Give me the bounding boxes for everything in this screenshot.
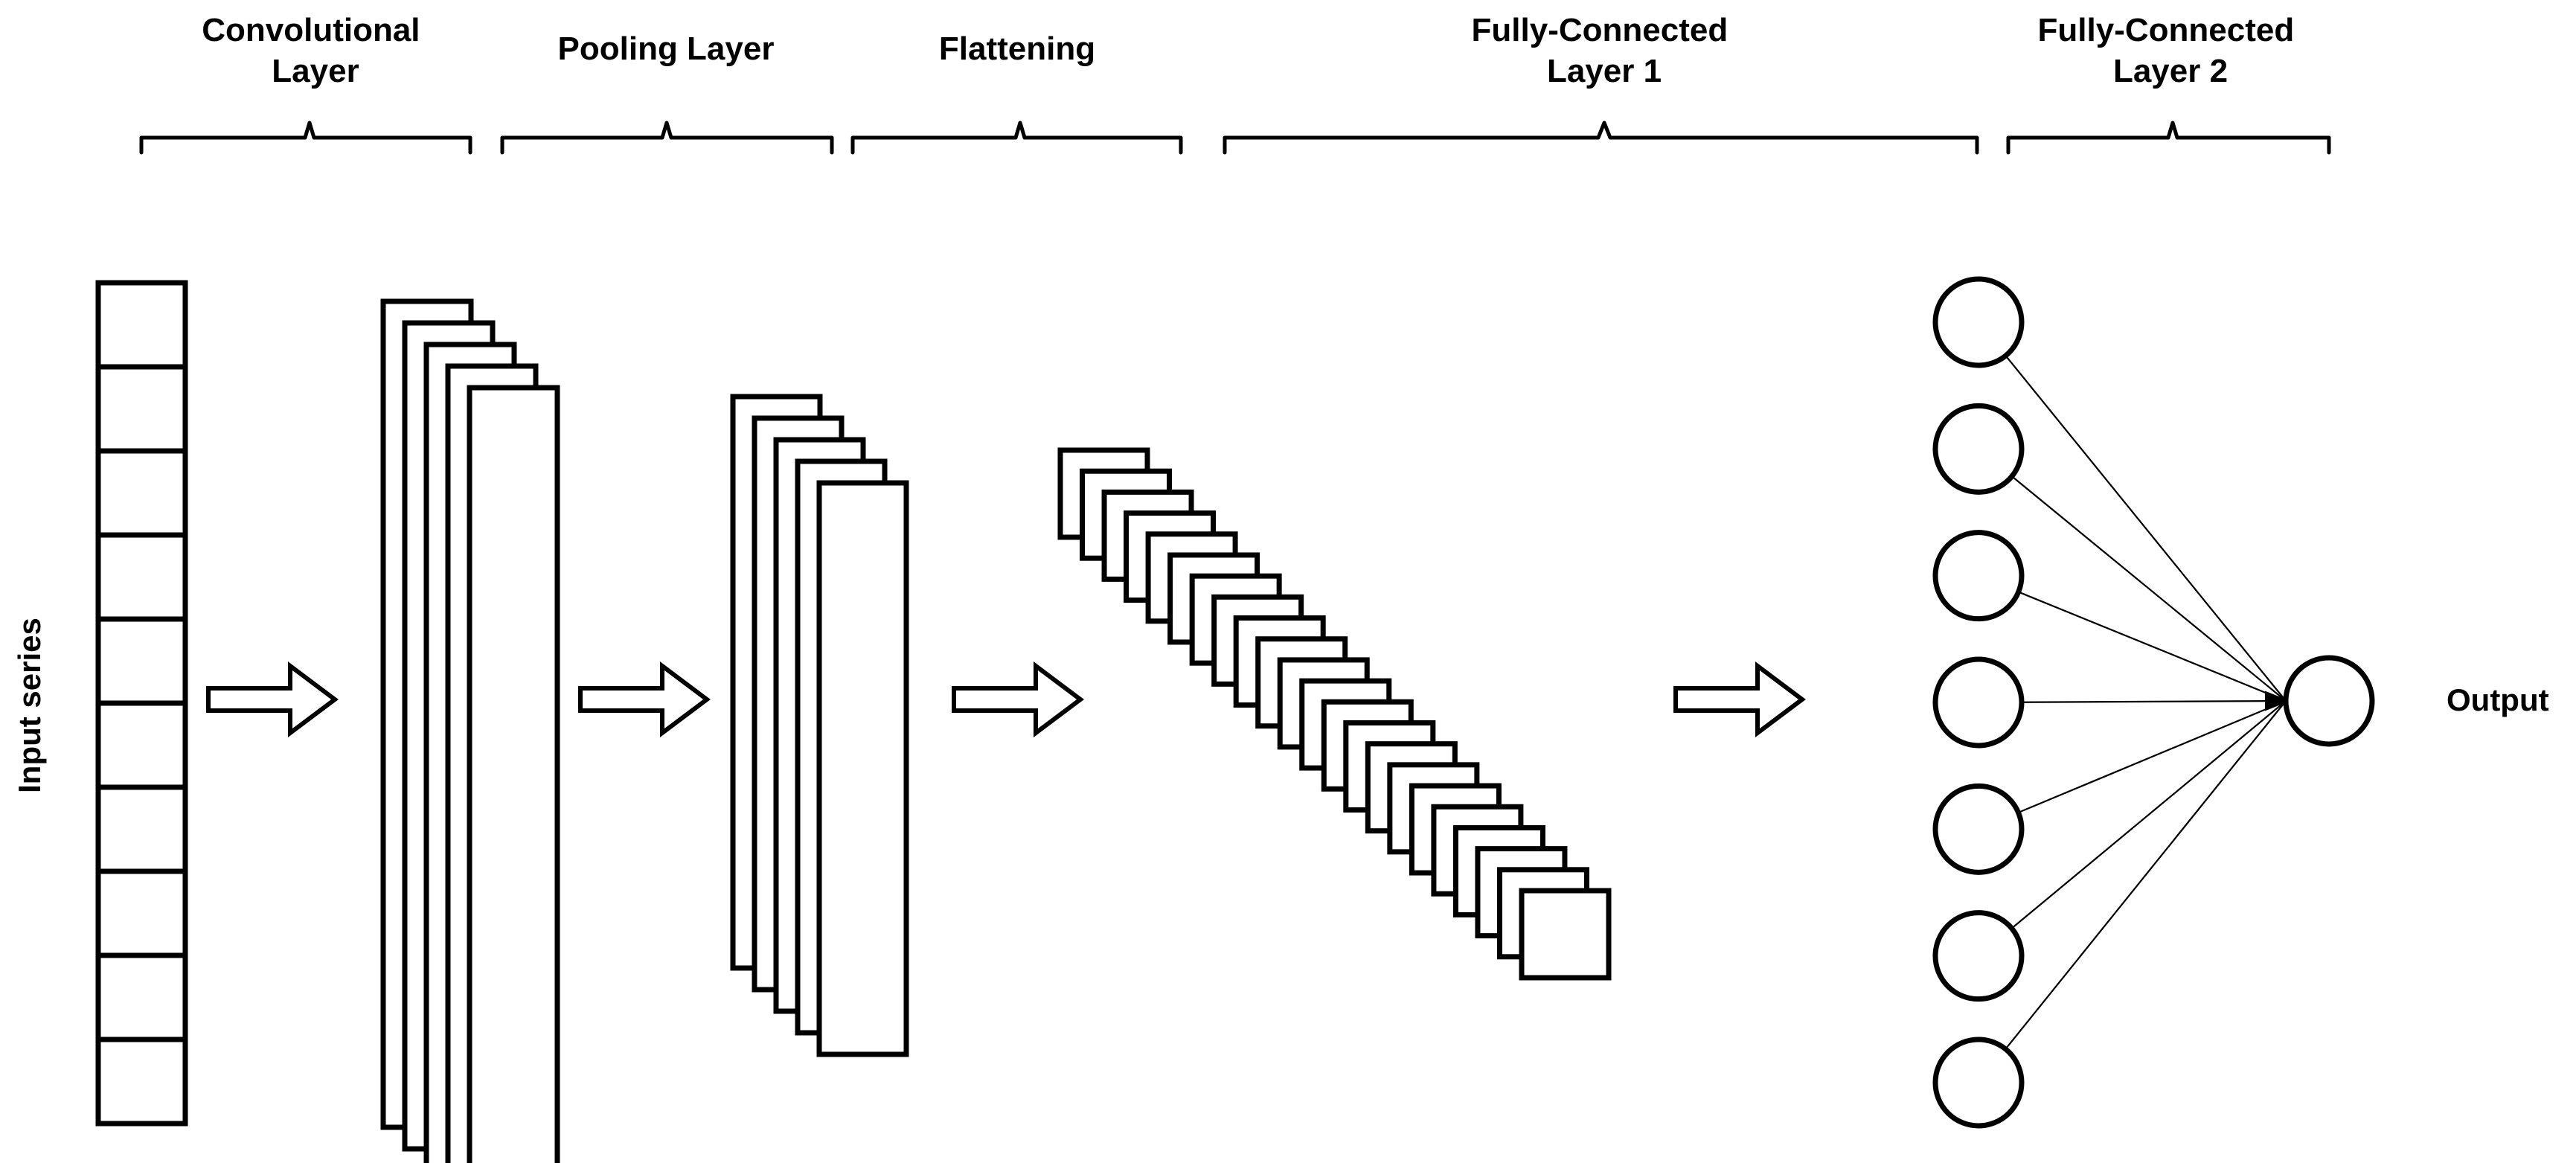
- fc-connections: [2005, 355, 2290, 1050]
- fc-connection: [2005, 355, 2287, 702]
- input-cell: [95, 532, 188, 622]
- fc1-brace: [1223, 121, 1979, 155]
- fc-node: [1932, 1037, 2025, 1129]
- section-braces: [139, 121, 2331, 155]
- conv-feature-map: [467, 385, 560, 1163]
- flatten-label: Flattening: [939, 31, 1095, 67]
- fc2-label-line-2: Layer 2: [2113, 53, 2228, 89]
- fc-connection: [2011, 700, 2287, 929]
- fc-node: [1932, 656, 2025, 749]
- pool-brace: [500, 121, 834, 155]
- flattened-unit: [1519, 888, 1612, 981]
- section-labels: Convolutional Layer Pooling Layer Flatte…: [202, 12, 2304, 89]
- input-cell: [95, 448, 188, 538]
- output-arrowhead: [2265, 691, 2290, 711]
- fc-node: [1932, 403, 2025, 495]
- arrow-input-to-conv: [206, 661, 339, 737]
- flattened-units: [1057, 447, 1612, 981]
- arrow-pool-to-flatten: [952, 661, 1084, 737]
- fc-connection: [2018, 699, 2287, 814]
- conv-brace: [139, 121, 472, 155]
- input-cell: [95, 280, 188, 370]
- conv-label-line-1: Convolutional: [202, 12, 420, 48]
- arrow-conv-to-pool: [578, 661, 711, 737]
- fc-nodes: [1932, 276, 2025, 1129]
- input-cell: [95, 700, 188, 790]
- fc-node: [1932, 910, 2025, 1002]
- input-cell: [95, 364, 188, 454]
- output-label: Output: [2447, 682, 2549, 717]
- fc-node: [1932, 530, 2025, 622]
- fc-node: [1932, 276, 2025, 368]
- input-series-column: [95, 280, 188, 1127]
- flatten-brace: [850, 121, 1183, 155]
- fc-connection: [2018, 591, 2287, 702]
- input-cell: [95, 784, 188, 874]
- input-cell: [95, 868, 188, 958]
- conv-label: Convolutional Layer: [202, 12, 429, 89]
- flow-arrows: [206, 661, 1806, 737]
- arrow-flatten-to-fc: [1673, 661, 1806, 737]
- pool-feature-maps: [730, 394, 909, 1057]
- pool-feature-map: [816, 480, 909, 1057]
- fc-node: [1932, 783, 2025, 875]
- pool-label: Pooling Layer: [558, 31, 775, 67]
- fc2-brace: [2006, 121, 2331, 155]
- fc2-label: Fully-Connected Layer 2: [2038, 12, 2304, 89]
- conv-label-line-2: Layer: [272, 53, 359, 89]
- input-cell: [95, 616, 188, 706]
- output-node: [2283, 655, 2375, 747]
- input-series-label: Input series: [12, 618, 47, 793]
- input-cell: [95, 1037, 188, 1127]
- fc1-label-line-1: Fully-Connected: [1472, 12, 1728, 48]
- fc-connection: [2021, 699, 2287, 703]
- pool-label-line-1: Pooling Layer: [558, 31, 775, 67]
- flatten-label-line-1: Flattening: [939, 31, 1095, 67]
- fc-connection: [2005, 700, 2287, 1050]
- fc2-label-line-1: Fully-Connected: [2038, 12, 2295, 48]
- conv-feature-maps: [380, 298, 560, 1163]
- fc1-label: Fully-Connected Layer 1: [1472, 12, 1737, 89]
- fc-connection: [2011, 475, 2287, 702]
- input-cell: [95, 952, 188, 1042]
- fc1-label-line-2: Layer 1: [1547, 53, 1662, 89]
